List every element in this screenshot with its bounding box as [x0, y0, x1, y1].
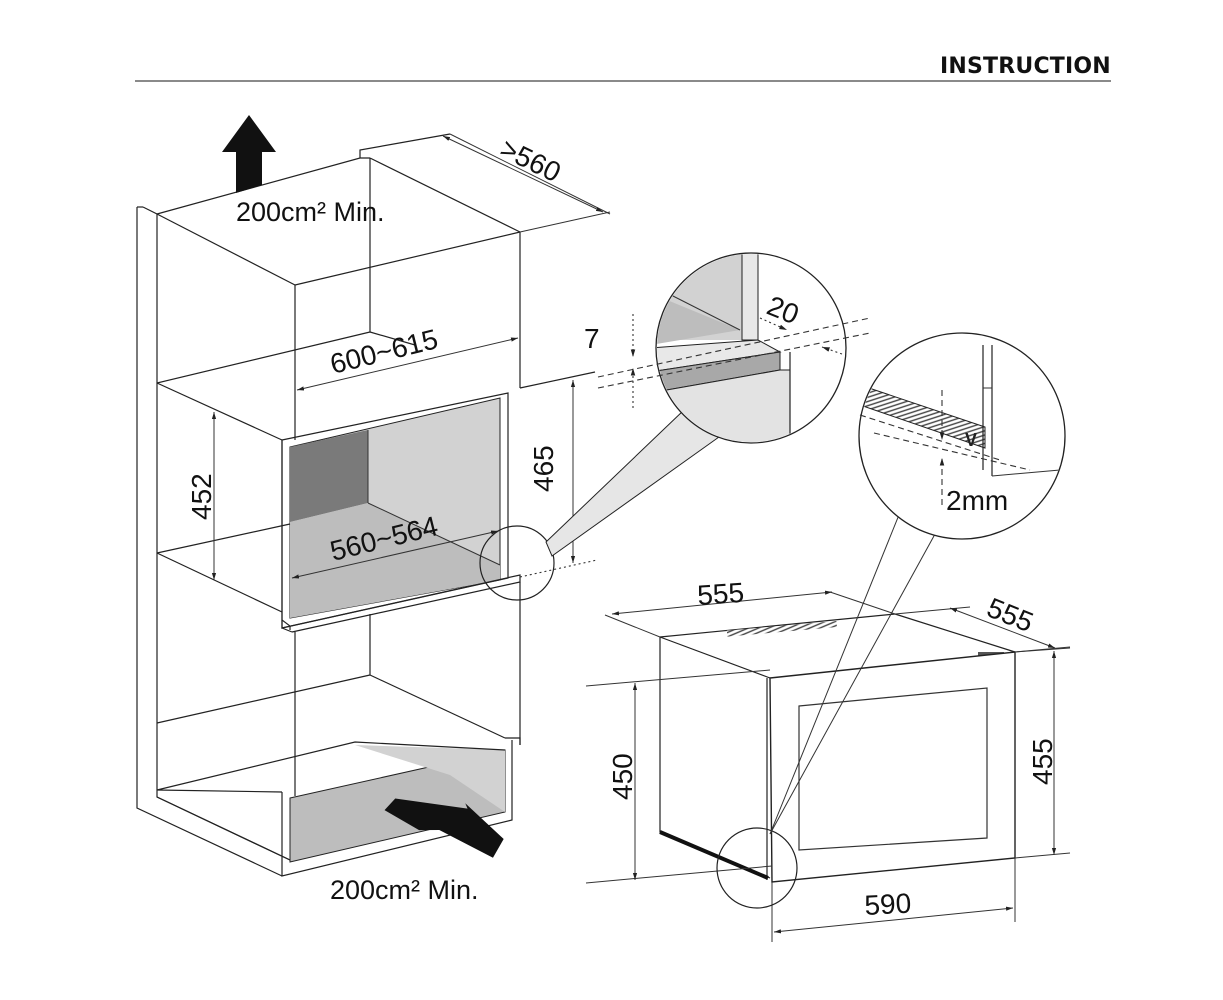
- width-dimension-label: 600~615: [327, 323, 441, 380]
- top-vent-grille: [726, 621, 837, 637]
- bottom-vent-label: 200cm² Min.: [330, 875, 479, 905]
- gap-label: 7: [584, 323, 600, 354]
- clearance-label: 2mm: [946, 485, 1008, 516]
- bottom-vent-arrow-icon: [384, 798, 504, 858]
- body-height-label: 450: [607, 753, 638, 800]
- cabinet-diagram: 200cm² Min. 200cm² Min. >560 600~615 452…: [136, 115, 611, 905]
- detail-source-circle-1: [479, 525, 555, 601]
- detail-circle-gap: 7 20: [479, 252, 871, 601]
- top-vent-label: 200cm² Min.: [236, 197, 385, 227]
- body-width-label: 555: [696, 577, 745, 611]
- depth-dimension-label: >560: [495, 133, 565, 189]
- appliance-window: [798, 687, 988, 851]
- svg-text:V: V: [965, 430, 977, 450]
- detail-circle-clearance: V 2mm: [716, 332, 1066, 909]
- header-title: INSTRUCTION: [940, 54, 1111, 79]
- top-vent-arrow-icon: [222, 115, 276, 193]
- opening-height-label: 465: [528, 445, 559, 492]
- niche-back-wall-shadow: [290, 430, 368, 522]
- detail-source-circle-2: [716, 827, 798, 909]
- header-rule: [135, 80, 1111, 82]
- appliance-diagram: 555 555 450 455 590: [585, 577, 1071, 942]
- front-height-label: 455: [1027, 738, 1058, 785]
- front-width-label: 590: [864, 888, 912, 921]
- cabinet-side-panel: [136, 207, 283, 877]
- niche-height-label: 452: [186, 473, 217, 520]
- body-depth-label: 555: [983, 592, 1038, 638]
